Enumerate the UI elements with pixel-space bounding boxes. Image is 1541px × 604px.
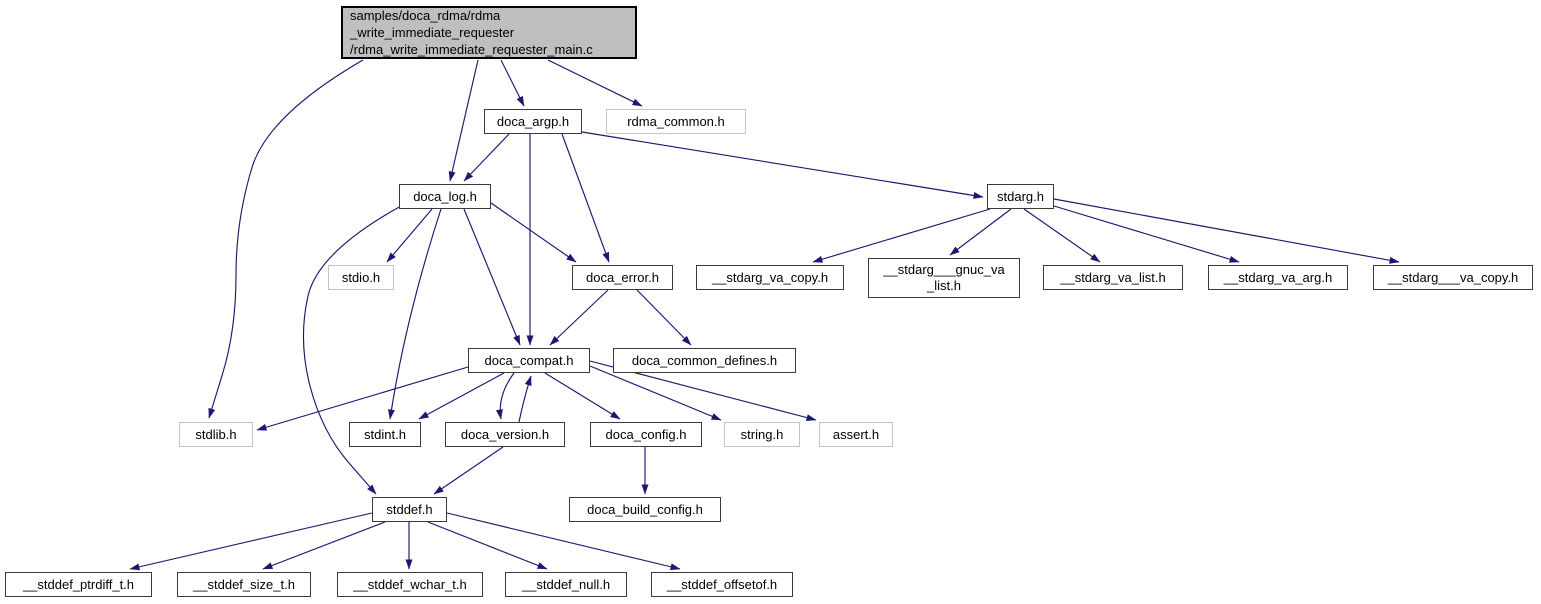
graph-node-rdma_common: rdma_common.h <box>606 109 746 134</box>
include-edge-doca_argp-to-doca_error <box>561 133 610 263</box>
graph-node-stddef_size[interactable]: __stddef_size_t.h <box>177 572 311 597</box>
graph-node-doca_argp[interactable]: doca_argp.h <box>484 109 582 134</box>
include-edge-doca_log-to-stddef <box>302 205 402 495</box>
graph-node-stdarg_va_list[interactable]: __stdarg_va_list.h <box>1043 265 1183 290</box>
include-edge-stdarg-to-stdarg_va_arg <box>1053 205 1240 263</box>
graph-node-doca_log[interactable]: doca_log.h <box>399 184 491 209</box>
include-edge-doca_version-to-stddef <box>433 446 504 495</box>
graph-node-main[interactable]: samples/doca_rdma/rdma _write_immediate_… <box>341 6 637 59</box>
include-edge-stdarg-to-stdarg_va_copy <box>812 208 991 263</box>
include-edge-doca_argp-to-doca_log <box>463 133 510 182</box>
graph-node-stdint[interactable]: stdint.h <box>349 422 421 447</box>
graph-node-stdarg_gnuc_va_list[interactable]: __stdarg___gnuc_va _list.h <box>868 258 1020 298</box>
include-edge-doca_error-to-doca_common_defines <box>636 289 692 346</box>
include-edge-doca_compat-to-stdlib <box>256 366 469 431</box>
graph-node-stdarg_uva_copy[interactable]: __stdarg___va_copy.h <box>1373 265 1533 290</box>
graph-node-doca_error[interactable]: doca_error.h <box>572 265 673 290</box>
include-edge-doca_compat-to-stdint <box>418 372 505 420</box>
include-edge-doca_compat-to-doca_config <box>544 372 621 420</box>
include-edge-doca_argp-to-stdarg <box>581 131 984 199</box>
include-edge-stddef-to-stddef_offsetof <box>446 512 681 571</box>
graph-node-doca_version[interactable]: doca_version.h <box>445 422 565 447</box>
graph-node-stdarg[interactable]: stdarg.h <box>987 184 1054 209</box>
include-edge-doca_log-to-stdio <box>386 208 433 263</box>
include-edge-doca_log-to-doca_error <box>490 202 577 263</box>
graph-node-stdlib: stdlib.h <box>179 422 253 447</box>
graph-node-stddef[interactable]: stddef.h <box>372 497 447 522</box>
include-edge-main-to-rdma_common <box>547 59 643 107</box>
include-edge-doca_compat-to-string <box>589 365 722 421</box>
graph-node-stddef_ptrdiff[interactable]: __stddef_ptrdiff_t.h <box>5 572 152 597</box>
graph-node-doca_compat[interactable]: doca_compat.h <box>468 348 590 373</box>
graph-node-assert: assert.h <box>819 422 893 447</box>
include-edge-main-to-stdlib <box>208 59 364 419</box>
graph-node-stddef_null[interactable]: __stddef_null.h <box>505 572 627 597</box>
graph-node-string: string.h <box>724 422 800 447</box>
include-edge-stddef-to-stddef_null <box>427 521 548 570</box>
graph-node-stddef_offsetof[interactable]: __stddef_offsetof.h <box>651 572 793 597</box>
include-edge-stdarg-to-stdarg_va_list <box>1023 208 1101 263</box>
graph-node-stdio: stdio.h <box>328 265 394 290</box>
include-edge-stddef-to-stddef_ptrdiff <box>129 512 373 571</box>
include-edge-stdarg-to-stdarg_uva_copy <box>1053 198 1400 264</box>
include-edge-stdarg-to-stdarg_gnuc_va_list <box>949 208 1012 256</box>
include-edge-doca_compat-to-doca_version <box>495 372 515 420</box>
graph-node-stdarg_va_arg[interactable]: __stdarg_va_arg.h <box>1208 265 1348 290</box>
graph-node-stdarg_va_copy[interactable]: __stdarg_va_copy.h <box>696 265 844 290</box>
include-edge-doca_error-to-doca_compat <box>549 289 609 346</box>
graph-node-doca_build_config[interactable]: doca_build_config.h <box>569 497 721 522</box>
include-edge-main-to-doca_log <box>448 59 479 182</box>
include-edge-stddef-to-stddef_size <box>262 521 386 570</box>
graph-node-stddef_wchar[interactable]: __stddef_wchar_t.h <box>337 572 483 597</box>
include-edge-doca_version-to-doca_compat <box>518 375 532 423</box>
graph-node-doca_common_defines[interactable]: doca_common_defines.h <box>613 348 796 373</box>
graph-node-doca_config[interactable]: doca_config.h <box>590 422 702 447</box>
include-edge-main-to-doca_argp <box>500 59 525 107</box>
include-edge-doca_log-to-stdint <box>387 208 442 420</box>
include-edge-doca_log-to-doca_compat <box>463 208 521 346</box>
